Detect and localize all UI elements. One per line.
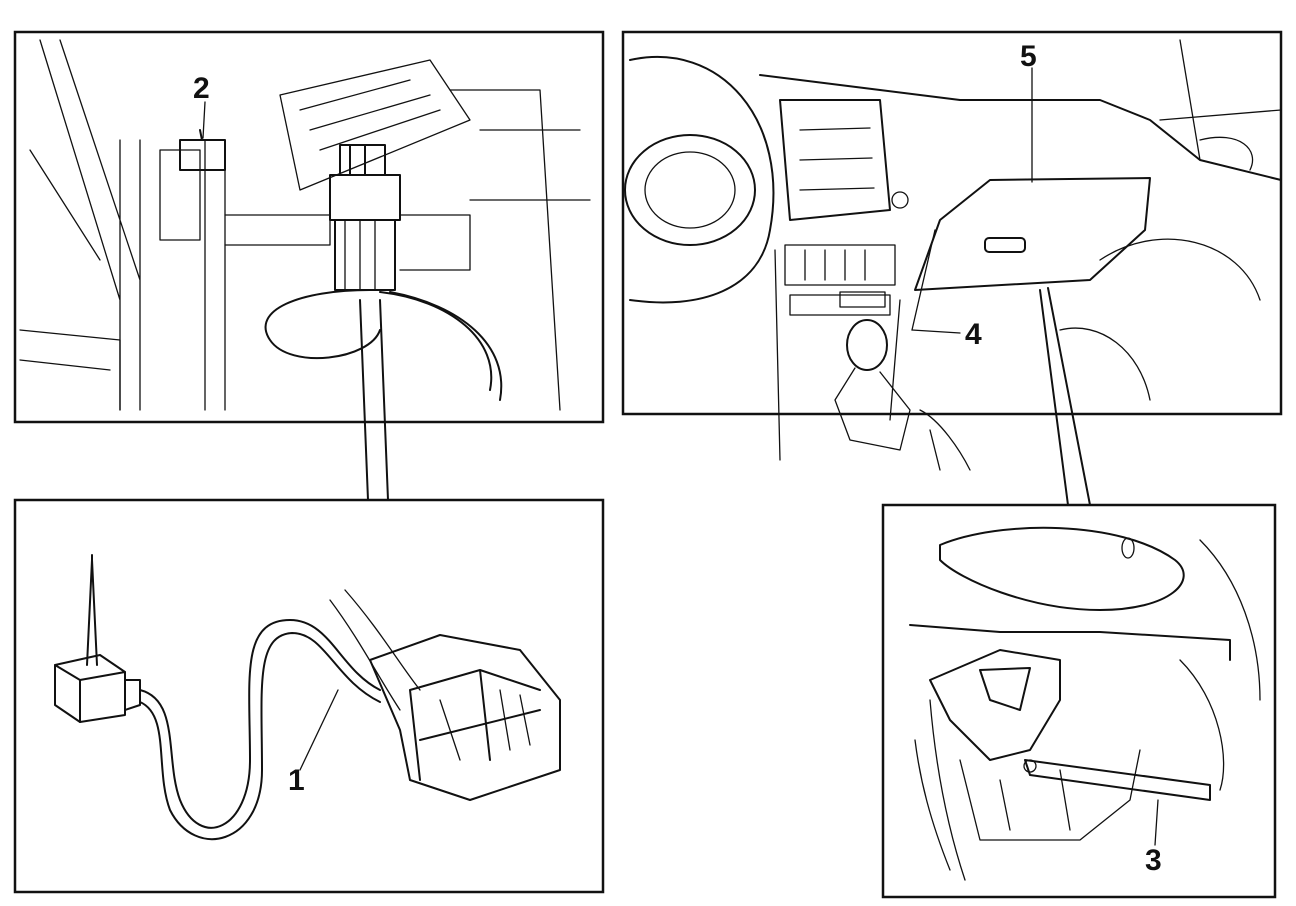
- panel-connector-location: [13, 30, 605, 501]
- callout-4: 4: [965, 318, 982, 351]
- panel-test-lead: [13, 498, 605, 894]
- panel-dashboard: [621, 30, 1283, 506]
- probe-block-shape: [54, 654, 126, 723]
- callout-1: 1: [288, 764, 305, 797]
- leader-2: [202, 101, 206, 139]
- screwdriver-shape: [1024, 759, 1211, 801]
- callout-5: 5: [1020, 40, 1037, 73]
- test-connector-shape: [369, 634, 561, 801]
- callout-2: 2: [193, 72, 210, 105]
- panel-glovebox-detail: [881, 503, 1277, 899]
- glovebox-shape: [914, 177, 1151, 291]
- callout-3: 3: [1145, 844, 1162, 877]
